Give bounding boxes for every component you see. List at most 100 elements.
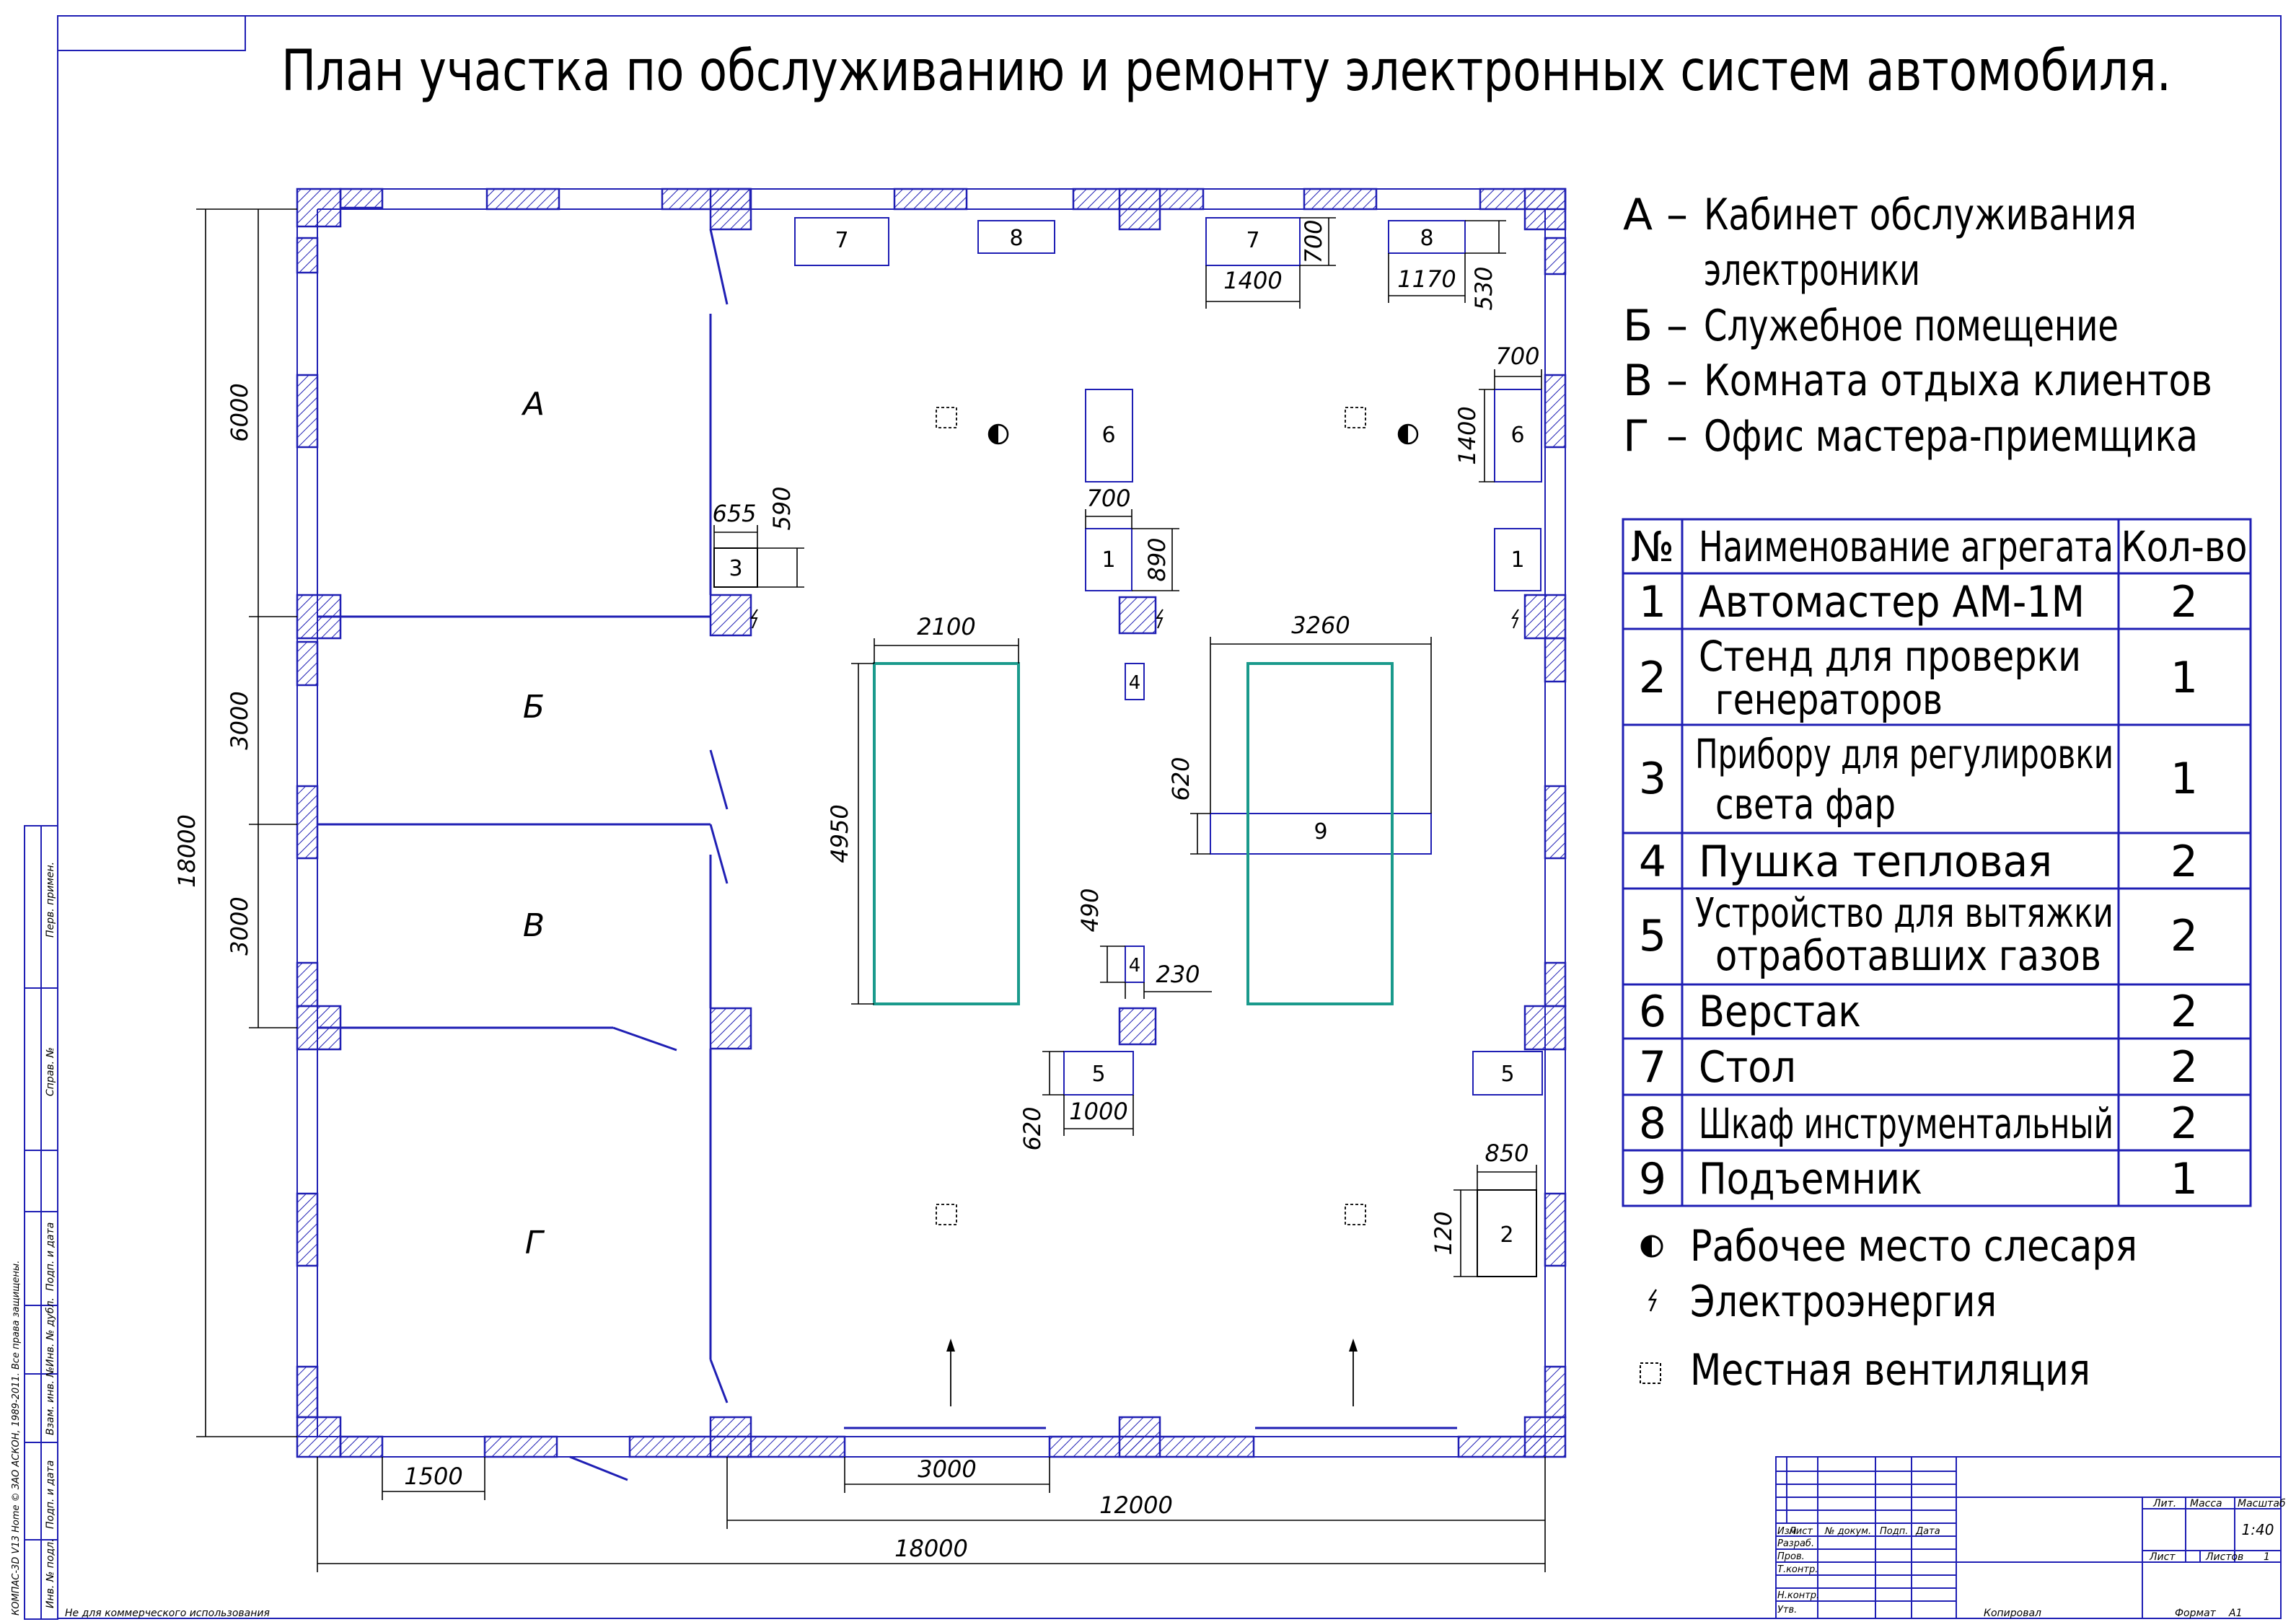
room-legend-g-dash: – <box>1666 411 1688 462</box>
table-header-no: № <box>1631 522 1674 571</box>
table-row-3-name-2: света фар <box>1715 780 1896 829</box>
dim-1500: 1500 <box>404 1463 462 1490</box>
electricity-icon <box>750 609 758 629</box>
table-row-6-qty: 2 <box>2170 987 2198 1037</box>
dim-590: 590 <box>768 486 796 530</box>
room-legend-a-letter: А <box>1623 190 1653 240</box>
table-row-9-name: Подъемник <box>1699 1154 1922 1204</box>
table-row-2-qty: 1 <box>2170 653 2198 703</box>
equip-1-b: 1 <box>1510 547 1524 573</box>
room-letter-v: В <box>523 907 545 944</box>
tb-sheets: Листов <box>2205 1551 2243 1563</box>
table-row-5-qty: 2 <box>2170 911 2198 961</box>
dim-230: 230 <box>1156 961 1200 988</box>
table-row-9-qty: 1 <box>2170 1154 2198 1204</box>
title-block: Изм Лист № докум. Подп. Дата Разраб. Про… <box>1775 1456 2286 1619</box>
dim-120: 120 <box>1430 1211 1457 1255</box>
dim-3260: 3260 <box>1291 612 1350 639</box>
stamp-vzam: Взам. инв. № <box>45 1367 56 1435</box>
table-row-2-no: 2 <box>1639 653 1666 703</box>
stamp-inv-dubl: Инв. № дубл. <box>45 1297 56 1367</box>
symbol-legend: Рабочее место слесаря Электроэнергия Мес… <box>1640 1221 2137 1396</box>
electricity-legend-icon <box>1648 1289 1658 1312</box>
ventilation-icon <box>1345 407 1366 428</box>
page-title: План участка по обслуживанию и ремонту э… <box>281 39 2171 104</box>
equip-6-a: 6 <box>1101 423 1115 448</box>
dim-4950: 4950 <box>826 804 853 863</box>
footer-noncommercial: Не для коммерческого использования <box>65 1608 270 1619</box>
dim-18000-vertical: 18000 <box>173 814 201 888</box>
room-legend-a-dash: – <box>1666 190 1688 240</box>
ventilation-icon <box>936 407 957 428</box>
table-row-8-name: Шкаф инструментальный <box>1699 1099 2114 1148</box>
tb-row-nkontr: Н.контр. <box>1777 1590 1819 1601</box>
dim-700-table: 700 <box>1300 219 1327 263</box>
table-row-7-qty: 2 <box>2170 1042 2198 1093</box>
side-stamp: Перв. примен. Справ. № Подп. и дата Инв.… <box>11 825 58 1620</box>
room-legend-b-name: Служебное помещение <box>1704 301 2119 351</box>
dim-3000-gate: 3000 <box>918 1455 976 1483</box>
dim-2100: 2100 <box>917 613 975 640</box>
tb-sheets-value: 1 <box>2264 1551 2270 1563</box>
table-row-4-no: 4 <box>1639 837 1666 887</box>
room-legend-b-dash: – <box>1666 301 1688 351</box>
legend-electricity-label: Электроэнергия <box>1690 1277 1997 1327</box>
table-row-5-no: 5 <box>1639 911 1666 961</box>
room-legend-a-name-1: Кабинет обслуживания <box>1704 190 2137 240</box>
electricity-icon <box>1156 609 1164 629</box>
electricity-icon <box>1511 609 1519 629</box>
room-legend: А – Кабинет обслуживания электроники Б –… <box>1623 190 2212 462</box>
room-legend-v-name: Комната отдыха клиентов <box>1704 356 2212 406</box>
footer-format-value: А1 <box>2228 1608 2242 1619</box>
workplace-legend-icon <box>1640 1235 1663 1258</box>
room-legend-g-letter: Г <box>1623 411 1650 462</box>
table-row-3-qty: 1 <box>2170 754 2198 804</box>
dim-12000: 12000 <box>1099 1491 1173 1519</box>
table-row-6-no: 6 <box>1639 987 1666 1037</box>
room-letter-a: А <box>521 386 545 423</box>
stamp-sprav: Справ. № <box>45 1047 56 1096</box>
workplace-icon <box>988 423 1009 445</box>
dim-1170: 1170 <box>1397 265 1456 293</box>
equip-8-a: 8 <box>1009 226 1023 251</box>
room-legend-g-name: Офис мастера-приемщика <box>1704 411 2198 462</box>
dim-1400-bench: 1400 <box>1453 406 1481 464</box>
tb-col-podp: Подп. <box>1880 1526 1908 1537</box>
stamp-inv-podl: Инв. № подл. <box>45 1538 56 1608</box>
tb-row-razrab: Разраб. <box>1777 1538 1814 1549</box>
table-row-4-name: Пушка тепловая <box>1699 837 2052 887</box>
dimension-lines: 18000 6000 3000 3000 1500 3000 12000 180… <box>173 208 1546 1572</box>
equip-8-b: 8 <box>1420 226 1433 251</box>
dim-620-exhaust: 620 <box>1019 1106 1046 1150</box>
legend-ventilation-label: Местная вентиляция <box>1690 1345 2090 1396</box>
dim-3000-b: 3000 <box>226 691 253 749</box>
dim-890: 890 <box>1143 537 1171 581</box>
table-row-5-name-1: Устройство для вытяжки <box>1695 890 2114 937</box>
table-row-6-name: Верстак <box>1699 987 1861 1037</box>
tb-col-doc: № докум. <box>1824 1526 1871 1537</box>
ventilation-legend-icon <box>1640 1362 1661 1384</box>
equipment-table: № Наименование агрегата Кол-во 1 Автомас… <box>1622 518 2252 1207</box>
table-row-1-qty: 2 <box>2170 577 2198 627</box>
entry-arrow-icon <box>1349 1339 1358 1406</box>
tb-col-list: Лист <box>1788 1526 1813 1537</box>
table-row-1-no: 1 <box>1639 577 1666 627</box>
ventilation-icon <box>936 1204 957 1225</box>
room-letter-b: Б <box>523 689 545 726</box>
equip-7-b: 7 <box>1246 228 1259 253</box>
tb-mass: Масса <box>2190 1498 2222 1509</box>
workplace-icon <box>1397 423 1419 445</box>
table-row-2-name-1: Стенд для проверки <box>1699 632 2081 681</box>
room-legend-v-dash: – <box>1666 356 1688 406</box>
tb-sheet: Лист <box>2149 1551 2176 1563</box>
table-header-qty: Кол-во <box>2121 522 2248 571</box>
tb-row-utv: Утв. <box>1777 1605 1797 1616</box>
legend-workplace-label: Рабочее место слесаря <box>1690 1221 2137 1271</box>
table-row-5-name-2: отработавших газов <box>1715 931 2101 980</box>
equip-7-a: 7 <box>835 228 848 253</box>
equip-5-b: 5 <box>1500 1062 1514 1087</box>
dim-1400-table: 1400 <box>1223 267 1282 294</box>
equip-1-a: 1 <box>1101 547 1115 573</box>
footer-copied: Копировал <box>1984 1608 2041 1619</box>
